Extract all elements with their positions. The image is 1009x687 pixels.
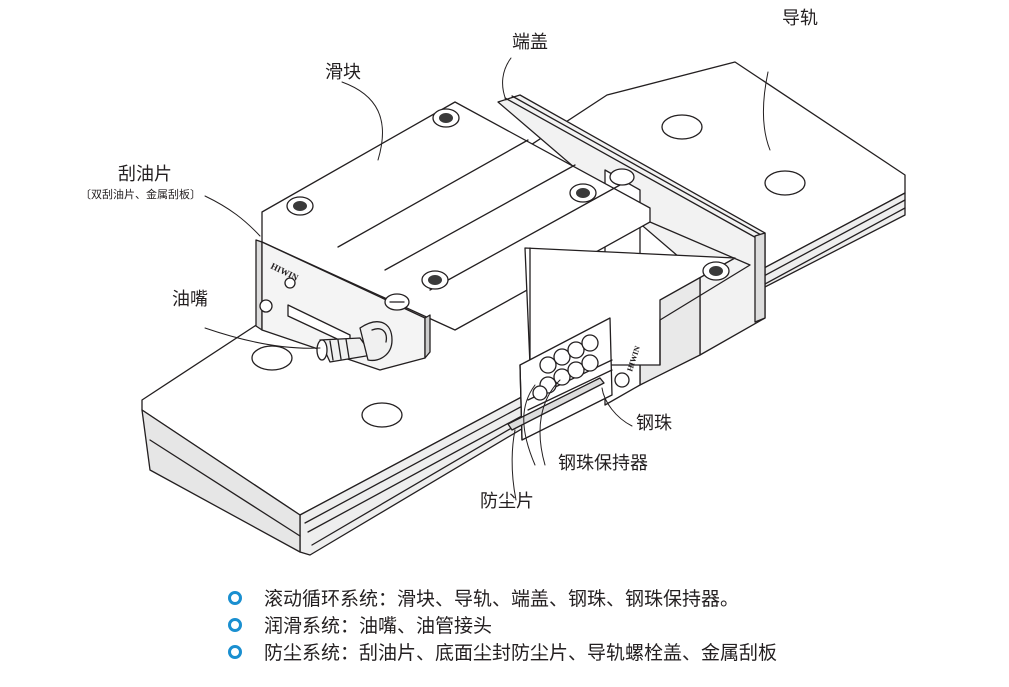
- label-rail: 导轨: [782, 8, 818, 29]
- rail-bolt-hole: [251, 345, 293, 371]
- legend-item: 防尘系统：刮油片、底面尘封防尘片、导轨螺栓盖、金属刮板: [228, 638, 988, 665]
- scraper-hole: [259, 299, 273, 313]
- label-end-cap: 端盖: [512, 32, 548, 53]
- end-cap-hole: [614, 372, 630, 388]
- scraper-hole: [284, 277, 296, 289]
- rail-bolt-hole: [661, 114, 703, 140]
- grease-nipple: [316, 321, 393, 363]
- block-bolt: [286, 196, 314, 216]
- block-bolt: [432, 108, 460, 128]
- ring-bullet-icon: [228, 644, 242, 659]
- block-bolt: [569, 183, 597, 203]
- bottom-seal-strip: [507, 377, 605, 431]
- leader-lines: [204, 57, 771, 501]
- legend-item: 滚动循环系统：滑块、导轨、端盖、钢珠、钢珠保持器。: [228, 584, 988, 611]
- ring-bullet-icon: [228, 617, 242, 632]
- legend-text: 防尘系统：刮油片、底面尘封防尘片、导轨螺栓盖、金属刮板: [264, 642, 778, 664]
- label-scraper-note: 〔双刮油片、金属刮板〕: [80, 188, 201, 201]
- legend-item: 润滑系统：油嘴、油管接头: [228, 611, 988, 638]
- system-legend: 滚动循环系统：滑块、导轨、端盖、钢珠、钢珠保持器。 润滑系统：油嘴、油管接头 防…: [228, 584, 988, 665]
- legend-text: 润滑系统：油嘴、油管接头: [264, 615, 493, 637]
- label-scraper: 刮油片: [118, 164, 172, 185]
- legend-text: 滚动循环系统：滑块、导轨、端盖、钢珠、钢珠保持器。: [264, 588, 740, 610]
- ring-bullet-icon: [228, 590, 242, 605]
- rail-bolt-hole: [361, 402, 403, 428]
- block-bolt: [421, 270, 449, 290]
- rail-bolt-hole: [764, 170, 806, 196]
- slider-block: [261, 101, 751, 366]
- label-ball-retainer: 钢珠保持器: [558, 453, 648, 474]
- label-steel-ball: 钢珠: [636, 413, 672, 434]
- block-bolt: [702, 261, 730, 281]
- label-dust-seal: 防尘片: [480, 491, 534, 512]
- label-grease-nipple: 油嘴: [172, 289, 208, 310]
- label-block: 滑块: [325, 62, 361, 83]
- linear-guide-diagram: HIWIN HIWIN: [141, 57, 906, 556]
